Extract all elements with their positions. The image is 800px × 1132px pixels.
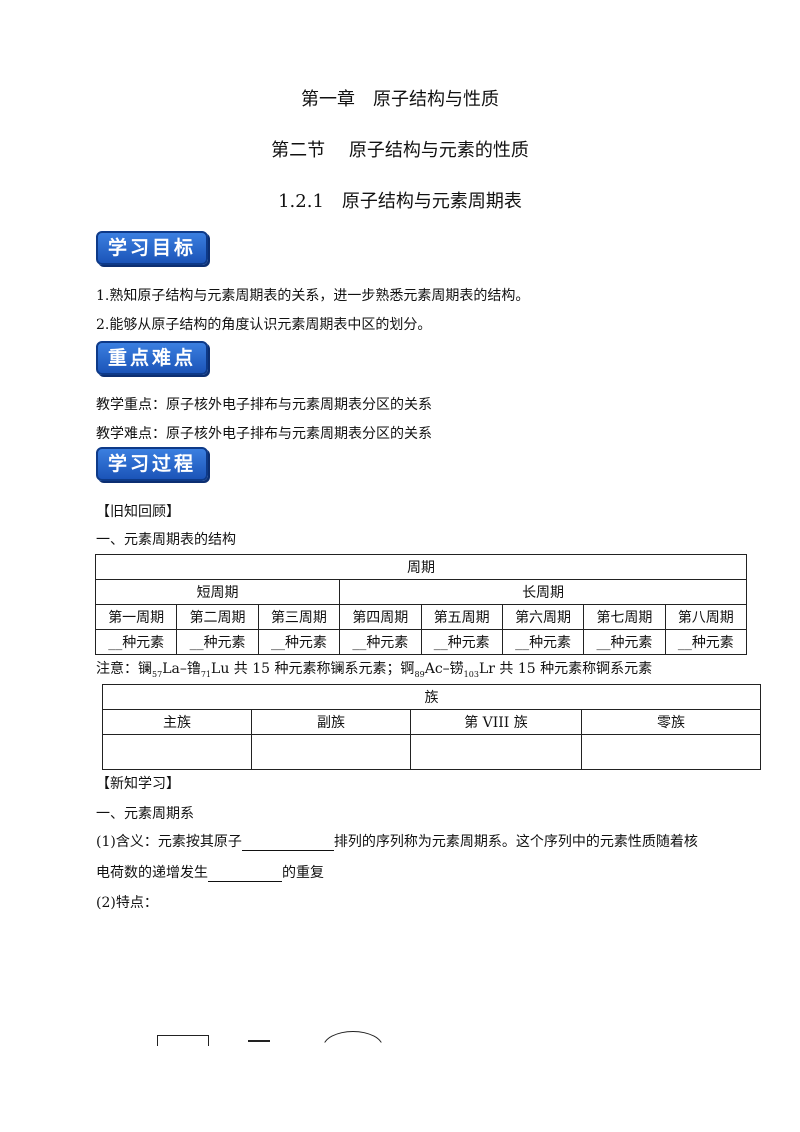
period-name: 第五周期 [420,604,503,630]
note-text: Lr 共 15 种元素称锕系元素 [478,661,653,677]
definition-line-2: 电荷数的递增发生 的重复 [96,862,324,882]
goal-1: 1.熟知原子结构与元素周期表的关系，进一步熟悉元素周期表的结构。 [96,288,530,304]
definition-line-1: (1)含义：元素按其原子 排列的序列称为元素周期系。这个序列中的元素性质随着核 [96,831,698,851]
new-heading: 【新知学习】 [96,776,180,792]
element-count-blank: __种元素 [420,629,503,655]
atomic-number: 89 [414,669,425,679]
group-col-viii: 第 VIII 族 [410,709,582,735]
atomic-number: 57 [152,669,163,679]
element-count-blank: __种元素 [583,629,666,655]
element-count-blank: __种元素 [257,629,341,655]
cropped-mark-fragment [248,1040,270,1046]
review-sub: 一、元素周期表的结构 [96,532,236,548]
period-name: 第六周期 [501,604,585,630]
element-count-blank: __种元素 [664,629,748,655]
goal-2: 2.能够从原子结构的角度认识元素周期表中区的划分。 [96,317,432,333]
new-sub: 一、元素周期系 [96,806,194,822]
period-name: 第四周期 [339,604,422,630]
def-text: 排列的序列称为元素周期系。这个序列中的元素性质随着核 [333,834,698,850]
group-col-main: 主族 [102,709,252,735]
period-name: 第三周期 [257,604,341,630]
section-title: 第二节 原子结构与元素的性质 [271,140,529,161]
difficult-point: 教学难点：原子核外电子排布与元素周期表分区的关系 [96,426,432,442]
lanthanide-note: 注意：镧57La–镥71Lu 共 15 种元素称镧系元素；锕89Ac–铹103L… [96,658,652,679]
answer-cell [581,734,761,770]
period-table-title: 周期 [95,554,747,580]
short-period-header: 短周期 [94,579,341,605]
element-count-blank: __种元素 [501,629,585,655]
group-col-sub: 副族 [251,709,411,735]
element-count-blank: __种元素 [94,629,178,655]
def-text: 电荷数的递增发生 [96,865,208,881]
fill-blank [208,867,282,882]
atomic-number: 103 [463,669,479,679]
banner-process: 学习过程 [96,447,209,481]
period-name: 第七周期 [583,604,666,630]
answer-cell [102,734,252,770]
review-heading: 【旧知回顾】 [96,504,180,520]
key-point: 教学重点：原子核外电子排布与元素周期表分区的关系 [96,397,432,413]
group-col-zero: 零族 [581,709,761,735]
note-text: Ac–铹 [424,661,464,677]
def-text: (1)含义：元素按其原子 [96,834,242,850]
note-text: Lu 共 15 种元素称镧系元素；锕 [211,661,415,677]
period-name: 第八周期 [664,604,748,630]
group-table-title: 族 [102,684,761,710]
feature-label: (2)特点： [96,895,158,911]
lesson-title: 1.2.1 原子结构与元素周期表 [278,191,522,212]
cropped-circle-fragment [323,1031,383,1043]
long-period-header: 长周期 [339,579,747,605]
cropped-box-fragment [157,1035,209,1046]
period-name: 第一周期 [94,604,178,630]
banner-goals: 学习目标 [96,231,209,265]
note-text: La–镥 [162,661,201,677]
period-name: 第二周期 [176,604,259,630]
group-table: 族 主族 副族 第 VIII 族 零族 [102,684,761,770]
chapter-title: 第一章 原子结构与性质 [301,89,499,110]
fill-blank [241,836,334,851]
element-count-blank: __种元素 [176,629,259,655]
banner-keypoints: 重点难点 [96,341,209,375]
answer-cell [251,734,411,770]
element-count-blank: __种元素 [339,629,422,655]
def-text: 的重复 [282,865,324,881]
atomic-number: 71 [200,669,212,679]
note-text: 注意：镧 [96,661,152,677]
answer-cell [410,734,582,770]
period-table: 周期 短周期 长周期 第一周期 第二周期 第三周期 第四周期 第五周期 第六周期… [94,554,748,655]
